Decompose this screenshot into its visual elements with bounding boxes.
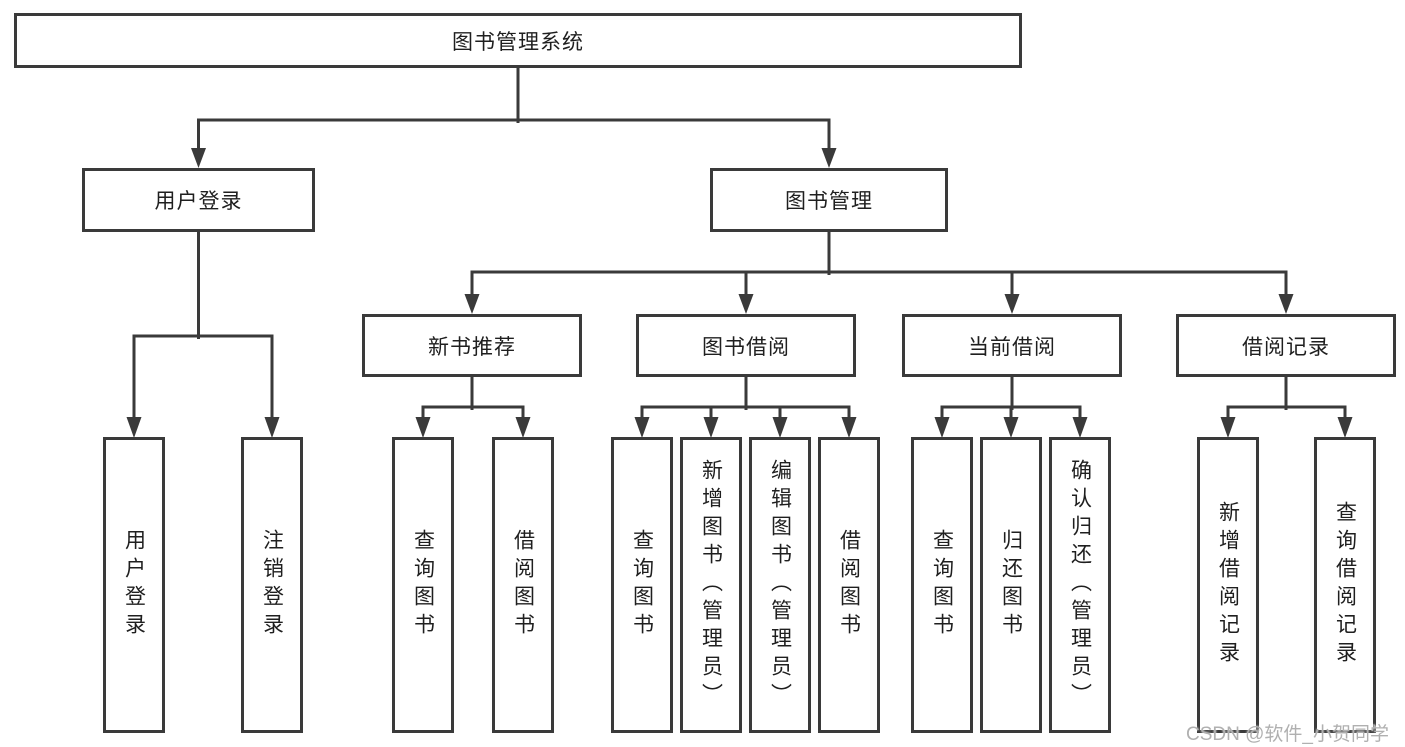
node-label: 图书借阅 [702,335,790,359]
leaf-borrowing-edit-books-admin: 编辑图书（管理员） [749,437,811,733]
node-label: 当前借阅 [968,335,1056,359]
node-label: 新增图书（管理员） [699,459,723,711]
node-label: 注销登录 [260,529,284,641]
leaf-user-login: 用户登录 [103,437,165,733]
leaf-borrowing-query-books: 查询图书 [611,437,673,733]
node-current-borrowing: 当前借阅 [902,314,1122,377]
leaf-current-query-books: 查询图书 [911,437,973,733]
node-label: 图书管理 [785,190,873,213]
leaf-current-return-books: 归还图书 [980,437,1042,733]
watermark-csdn: CSDN @软件_小贺同学 [1186,724,1389,745]
node-library-management-system: 图书管理系统 [14,13,1022,68]
leaf-records-add-record: 新增借阅记录 [1197,437,1259,733]
connector-borrowing-records-children [1220,373,1353,438]
node-label: 归还图书 [999,529,1023,641]
node-label: 查询图书 [930,529,954,641]
leaf-borrowing-borrow-books: 借阅图书 [818,437,880,733]
node-label: 查询借阅记录 [1333,501,1357,669]
node-book-borrowing: 图书借阅 [636,314,856,377]
node-label: 图书管理系统 [452,30,584,54]
connector-user-login-children [126,228,280,438]
leaf-borrowing-add-books-admin: 新增图书（管理员） [680,437,742,733]
node-label: 借阅记录 [1242,335,1330,359]
node-new-book-recommend: 新书推荐 [362,314,582,377]
connector-new-book-recommend-children [415,373,531,438]
leaf-recommend-query-books: 查询图书 [392,437,454,733]
leaf-logout-login: 注销登录 [241,437,303,733]
leaf-recommend-borrow-books: 借阅图书 [492,437,554,733]
node-borrowing-records: 借阅记录 [1176,314,1396,377]
node-label: 编辑图书（管理员） [768,459,792,711]
leaf-current-confirm-return-admin: 确认归还（管理员） [1049,437,1111,733]
node-label: 借阅图书 [511,529,535,641]
connector-root-to-level1 [191,64,837,168]
node-label: 用户登录 [122,529,146,641]
node-label: 用户登录 [154,190,243,213]
node-label: 查询图书 [630,529,654,641]
connector-book-management-children [464,228,1294,314]
connector-current-borrowing-children [934,373,1088,438]
node-label: 借阅图书 [837,529,861,641]
node-user-login: 用户登录 [82,168,315,232]
node-book-management: 图书管理 [710,168,948,232]
leaf-records-query-record: 查询借阅记录 [1314,437,1376,733]
connector-book-borrowing-children [634,373,857,438]
node-label: 新书推荐 [428,335,516,359]
node-label: 查询图书 [411,529,435,641]
node-label: 新增借阅记录 [1216,501,1240,669]
node-label: 确认归还（管理员） [1068,459,1092,711]
